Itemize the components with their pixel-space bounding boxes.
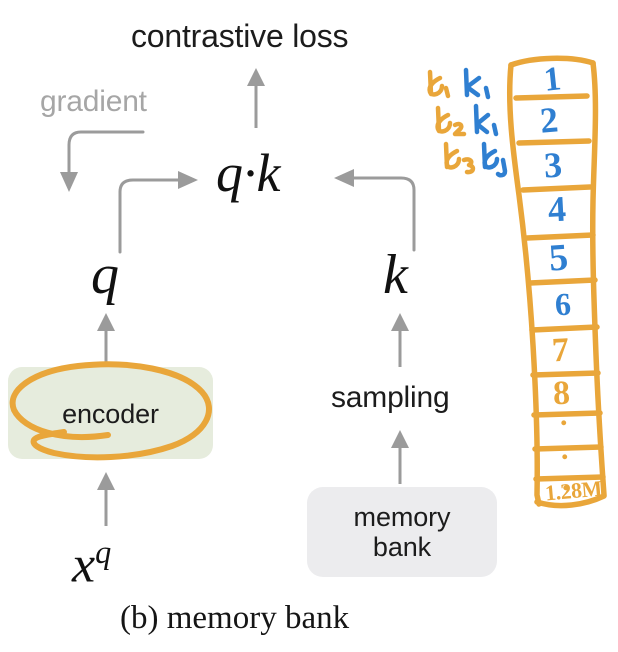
bank-cell-3: 3	[542, 144, 564, 186]
dot-product-label: q·k	[216, 143, 281, 203]
bank-cell-4: 4	[546, 188, 568, 230]
arrow-sampling-to-k	[391, 313, 409, 367]
bank-cell-dot-1: .	[560, 399, 568, 432]
handwritten-key-pairs-svg	[427, 67, 508, 178]
arrow-q-to-qk	[118, 171, 198, 254]
arrow-encoder-to-q	[97, 313, 115, 367]
bank-cell-6: 6	[554, 285, 572, 323]
input-label: xq	[72, 534, 111, 594]
handwritten-key-pairs	[424, 67, 524, 178]
key-label: k	[383, 244, 408, 306]
arrow-membank-to-sampling	[391, 430, 409, 484]
arrow-input-to-encoder	[97, 472, 115, 526]
handdrawn-encoder-circle	[9, 361, 212, 461]
memory-bank-label: memory bank	[354, 502, 451, 562]
memory-bank-box[interactable]: memory bank	[307, 487, 497, 577]
bank-cell-2: 2	[538, 99, 560, 141]
bank-cell-7: 7	[551, 331, 570, 370]
arrow-k-to-qk	[334, 169, 416, 252]
arrow-qk-to-loss	[247, 68, 265, 128]
memory-bank-label-line1: memory	[353, 501, 451, 532]
input-label-base: x	[72, 536, 96, 594]
handdrawn-memory-bank-column: 1 2 3 4 5 6 7 8 . . . 1.28M	[497, 55, 618, 520]
page-title: contrastive loss	[131, 18, 349, 54]
bank-cell-5: 5	[547, 236, 570, 280]
handdrawn-memory-bank-svg	[506, 55, 607, 509]
bank-cell-dot-2: .	[561, 433, 569, 466]
encoder-label: encoder	[62, 399, 159, 429]
memory-bank-label-line2: bank	[372, 532, 432, 562]
sampling-label: sampling	[331, 381, 450, 414]
gradient-label: gradient	[40, 85, 147, 118]
figure-caption: (b) memory bank	[120, 600, 350, 636]
arrow-gradient-down	[60, 130, 145, 192]
bank-cell-total: 1.28M	[543, 475, 603, 506]
query-label: q	[91, 244, 119, 306]
bank-cell-dot-3: .	[562, 464, 570, 497]
input-label-superscript: q	[95, 534, 112, 570]
